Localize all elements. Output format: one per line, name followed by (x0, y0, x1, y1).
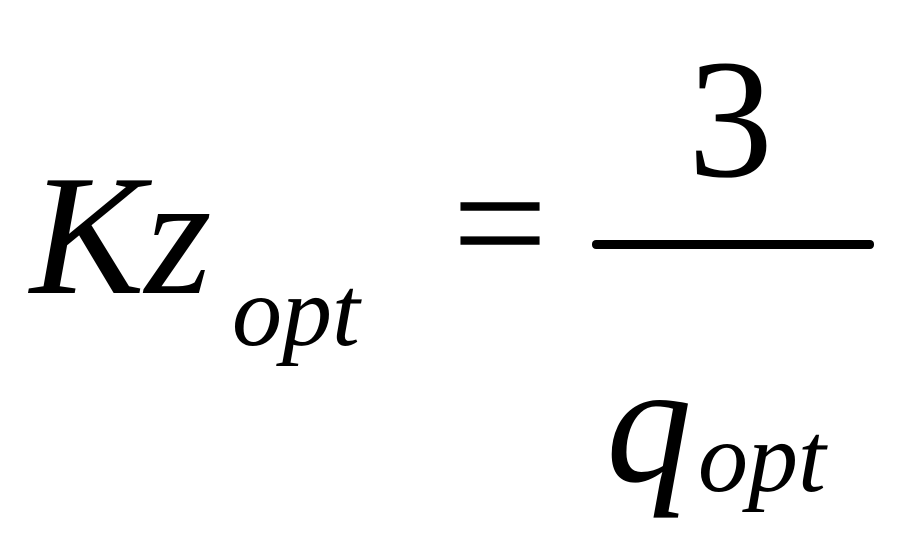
lhs-subscript: opt (232, 256, 360, 367)
lhs-variable: Kz (30, 141, 212, 331)
denominator-subscript: opt (698, 402, 826, 513)
denominator-variable: q (606, 329, 692, 519)
fraction-bar (592, 240, 874, 249)
fraction-numerator: 3 (688, 25, 773, 213)
equals-sign: = (452, 129, 548, 317)
